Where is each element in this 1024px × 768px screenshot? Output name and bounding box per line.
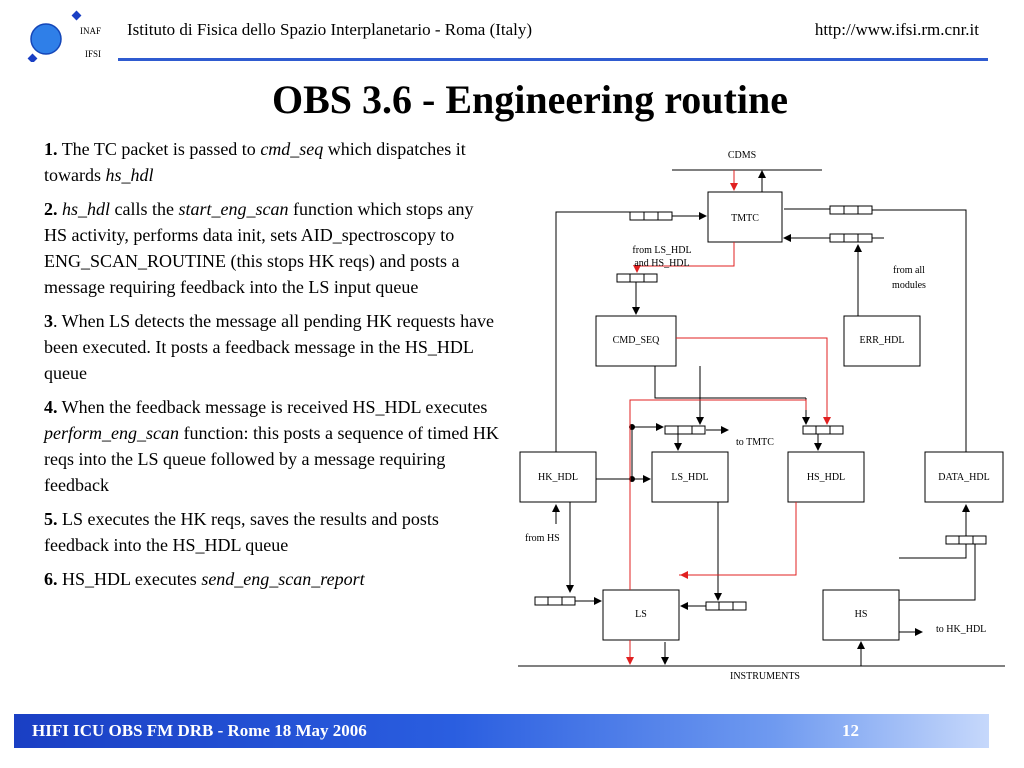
page-number: 12 [842, 721, 859, 740]
data-hdl-box: DATA_HDL [924, 451, 1004, 503]
inaf-logo: INAF IFSI [27, 10, 101, 62]
label-from-hs: from HS [525, 533, 560, 544]
tmtc-box: TMTC [707, 191, 783, 243]
black-connectors [552, 170, 976, 666]
step-1: 1. The TC packet is passed to cmd_seq wh… [44, 139, 466, 185]
svg-text:LS_HDL: LS_HDL [671, 472, 708, 483]
step-5: 5. LS executes the HK reqs, saves the re… [44, 509, 439, 555]
svg-text:HK_HDL: HK_HDL [538, 472, 578, 483]
hk-hdl-box: HK_HDL [519, 451, 597, 503]
step-6: 6. HS_HDL executes send_eng_scan_report [44, 569, 365, 589]
svg-text:LS: LS [635, 609, 647, 620]
svg-text:TMTC: TMTC [731, 213, 759, 224]
queue-data-hdl [945, 535, 987, 545]
label-to-tmtc: to TMTC [736, 437, 774, 448]
institute-url[interactable]: http://www.ifsi.rm.cnr.it [814, 20, 979, 39]
queue-ls-right [705, 601, 747, 611]
ls-box: LS [602, 589, 680, 641]
queue-ls-left [534, 596, 576, 606]
slide-title: OBS 3.6 - Engineering routine [272, 77, 788, 122]
step-3: 3. When LS detects the message all pendi… [44, 311, 495, 383]
header-rule [118, 58, 988, 61]
svg-text:ERR_HDL: ERR_HDL [860, 335, 905, 346]
cdms-label: CDMS [728, 150, 756, 161]
footer-text: HIFI ICU OBS FM DRB - Rome 18 May 2006 [32, 721, 367, 740]
logo-text-ifsi: IFSI [85, 49, 101, 59]
svg-text:DATA_HDL: DATA_HDL [938, 472, 989, 483]
label-modules: modules [892, 280, 926, 291]
label-and-hs-hdl: and HS_HDL [634, 258, 689, 269]
slide-footer: HIFI ICU OBS FM DRB - Rome 18 May 2006 1… [14, 714, 989, 748]
red-connectors [626, 170, 831, 665]
step-4: 4. When the feedback message is received… [44, 397, 499, 495]
label-from-all: from all [893, 265, 925, 276]
svg-text:CMD_SEQ: CMD_SEQ [613, 335, 660, 346]
queue-symbols [534, 205, 987, 611]
queue-tmtc-left [629, 211, 673, 221]
logo-text-inaf: INAF [80, 26, 101, 36]
instruments-label: INSTRUMENTS [730, 671, 800, 682]
step-number: 5. [44, 509, 58, 529]
queue-cmd-seq [616, 273, 658, 283]
institute-name: Istituto di Fisica dello Spazio Interpla… [127, 20, 533, 39]
step-number: 3 [44, 311, 53, 331]
hs-hdl-box: HS_HDL [787, 451, 865, 503]
err-hdl-box: ERR_HDL [843, 315, 921, 367]
step-number: 4. [44, 397, 58, 417]
queue-hs-hdl [802, 425, 844, 435]
queue-tmtc-right-bottom [829, 233, 873, 243]
architecture-diagram: CDMS INSTRUMENTS TMTC CMD_SEQ ERR_HDL HK… [518, 150, 1005, 682]
step-number: 1. [44, 139, 58, 159]
step-number: 6. [44, 569, 58, 589]
step-2: 2. hs_hdl calls the start_eng_scan funct… [44, 199, 474, 297]
queue-ls-hdl [664, 425, 706, 435]
step-list: 1. The TC packet is passed to cmd_seq wh… [44, 136, 500, 600]
hs-box: HS [822, 589, 900, 641]
ls-hdl-box: LS_HDL [651, 451, 729, 503]
svg-text:HS: HS [855, 609, 868, 620]
label-from-ls-hdl: from LS_HDL [632, 245, 691, 256]
svg-text:HS_HDL: HS_HDL [807, 472, 845, 483]
step-number: 2. [44, 199, 58, 219]
label-to-hk-hdl: to HK_HDL [936, 624, 986, 635]
queue-tmtc-right-top [829, 205, 873, 215]
slide-header: INAF IFSI Istituto di Fisica dello Spazi… [0, 0, 1024, 64]
cmd-seq-box: CMD_SEQ [595, 315, 677, 367]
